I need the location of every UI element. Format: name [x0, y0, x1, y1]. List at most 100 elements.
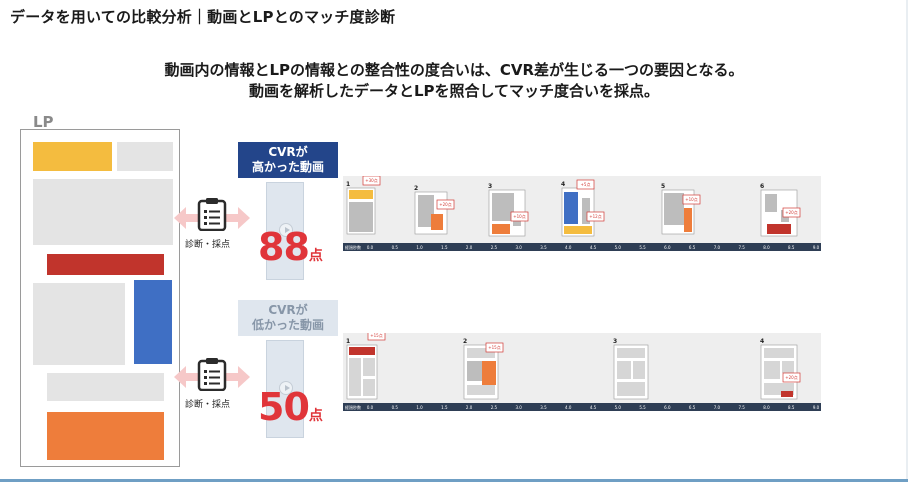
scene-content-block	[363, 379, 375, 396]
scene-frame: 1+15点	[346, 333, 386, 400]
timeline-tick-label: 8.0	[763, 405, 770, 410]
scene-number: 6	[760, 183, 764, 190]
timeline-tick-label: 4.0	[565, 245, 572, 250]
scene-content-block	[781, 391, 793, 397]
timeline-tick-label: 5.0	[615, 405, 622, 410]
lp-block-yellow	[33, 142, 112, 171]
timeline-tick-label: 2.5	[491, 405, 498, 410]
scene-number: 1	[346, 181, 350, 188]
timeline-tick-label: 0.5	[392, 245, 399, 250]
scene-content-block	[765, 194, 777, 212]
timeline-tick-label: 2.0	[466, 245, 473, 250]
low-cvr-label-line2: 低かった動画	[251, 318, 324, 332]
lp-label: LP	[33, 113, 54, 131]
video-thumbnail-low[interactable]	[266, 340, 304, 438]
scene-content-block	[617, 361, 631, 379]
scene-number: 4	[760, 338, 764, 345]
lp-block-orange	[47, 412, 164, 460]
timeline-tick-label: 0.5	[392, 405, 399, 410]
timeline-tick-label: 2.5	[491, 245, 498, 250]
timeline-tick-label: 6.5	[689, 405, 696, 410]
lp-block-gray-low	[47, 373, 164, 401]
score-badge-box	[362, 176, 381, 186]
scene-frame: 5+10点	[661, 183, 701, 235]
play-icon[interactable]	[279, 381, 293, 395]
scene-frame: 1 +30点	[346, 176, 381, 235]
diagnosis-label-top: 診断・採点	[185, 240, 231, 250]
score-badge: +12点	[589, 213, 601, 219]
lp-block-red	[47, 254, 164, 275]
scene-number: 1	[346, 338, 350, 345]
scene-content-block	[349, 347, 375, 355]
timeline-tick-label: 9.0	[813, 245, 820, 250]
score-badge: +30点	[365, 177, 377, 183]
score-badge: +10点	[513, 213, 525, 219]
timeline-tick-label: 7.5	[738, 405, 745, 410]
play-icon[interactable]	[279, 223, 293, 237]
scene-content-block	[482, 361, 496, 385]
score-badge-box	[436, 199, 455, 210]
timeline-tick-label: 2.0	[466, 405, 473, 410]
scene-content-block	[633, 361, 645, 379]
timeline-tick-label: 1.0	[416, 245, 423, 250]
scene-frame: 4+20点	[760, 338, 801, 400]
scene-frame: 2+20点	[414, 185, 455, 235]
scene-content-block	[418, 195, 434, 227]
score-badge-box	[586, 211, 605, 222]
scene-content-block	[467, 385, 495, 395]
clipboard-icon	[197, 198, 227, 231]
timeline-axis-label: 経過秒数	[345, 244, 361, 250]
timeline-tick-label: 7.0	[714, 405, 721, 410]
low-cvr-label-line1: CVRが	[268, 303, 308, 317]
lp-block-gray-mid	[33, 283, 125, 365]
timeline-tick-label: 0.0	[367, 405, 374, 410]
high-cvr-label: CVRが 高かった動画	[238, 142, 338, 178]
score-badge-box	[682, 194, 701, 205]
scene-content-block	[467, 361, 485, 381]
lp-block-gray-hero	[33, 179, 173, 245]
scene-content-block	[767, 224, 791, 234]
scene-content-block	[782, 361, 794, 373]
timeline-axis-bar	[343, 403, 821, 411]
scene-content-block	[684, 208, 692, 232]
lp-wireframe	[20, 129, 180, 467]
scene-frame: 4+5点+12点	[561, 179, 605, 237]
score-badge-box	[782, 207, 801, 218]
timeline-tick-label: 6.0	[664, 245, 671, 250]
video-thumbnail-high[interactable]	[266, 182, 304, 280]
timeline-background	[343, 333, 821, 403]
timeline-tick-label: 6.0	[664, 405, 671, 410]
scene-number: 4	[561, 181, 565, 188]
scene-content-block	[363, 358, 375, 376]
score-badge-box	[367, 333, 386, 341]
timeline-tick-label: 8.5	[788, 405, 795, 410]
scene-content-block	[617, 348, 645, 358]
scene-content-block	[764, 361, 780, 379]
score-badge-box	[782, 372, 801, 383]
scene-content-block	[564, 226, 592, 234]
score-high: 88点	[258, 225, 323, 269]
scene-number: 3	[613, 338, 617, 345]
score-high-unit: 点	[308, 248, 323, 264]
score-badge-box	[576, 179, 595, 190]
scene-content-block	[349, 202, 373, 232]
timeline-tick-label: 7.5	[738, 245, 745, 250]
scene-content-block	[492, 224, 510, 234]
timeline-tick-label: 4.5	[590, 405, 597, 410]
timeline-tick-label: 4.5	[590, 245, 597, 250]
score-badge-box	[510, 211, 529, 222]
timeline-tick-label: 3.0	[515, 405, 522, 410]
scene-content-block	[349, 358, 361, 396]
timeline-tick-label: 5.5	[639, 245, 646, 250]
scene-content-block	[582, 198, 590, 224]
scene-number: 5	[661, 183, 665, 190]
bottom-rule	[0, 479, 908, 482]
scene-content-block	[617, 382, 645, 396]
slide-title: データを用いての比較分析｜動画とLPとのマッチ度診断	[10, 8, 396, 26]
timeline-tick-label: 0.0	[367, 245, 374, 250]
lp-block-gray-top	[117, 142, 173, 171]
score-badge: +15点	[488, 344, 500, 350]
scene-number: 3	[488, 183, 492, 190]
